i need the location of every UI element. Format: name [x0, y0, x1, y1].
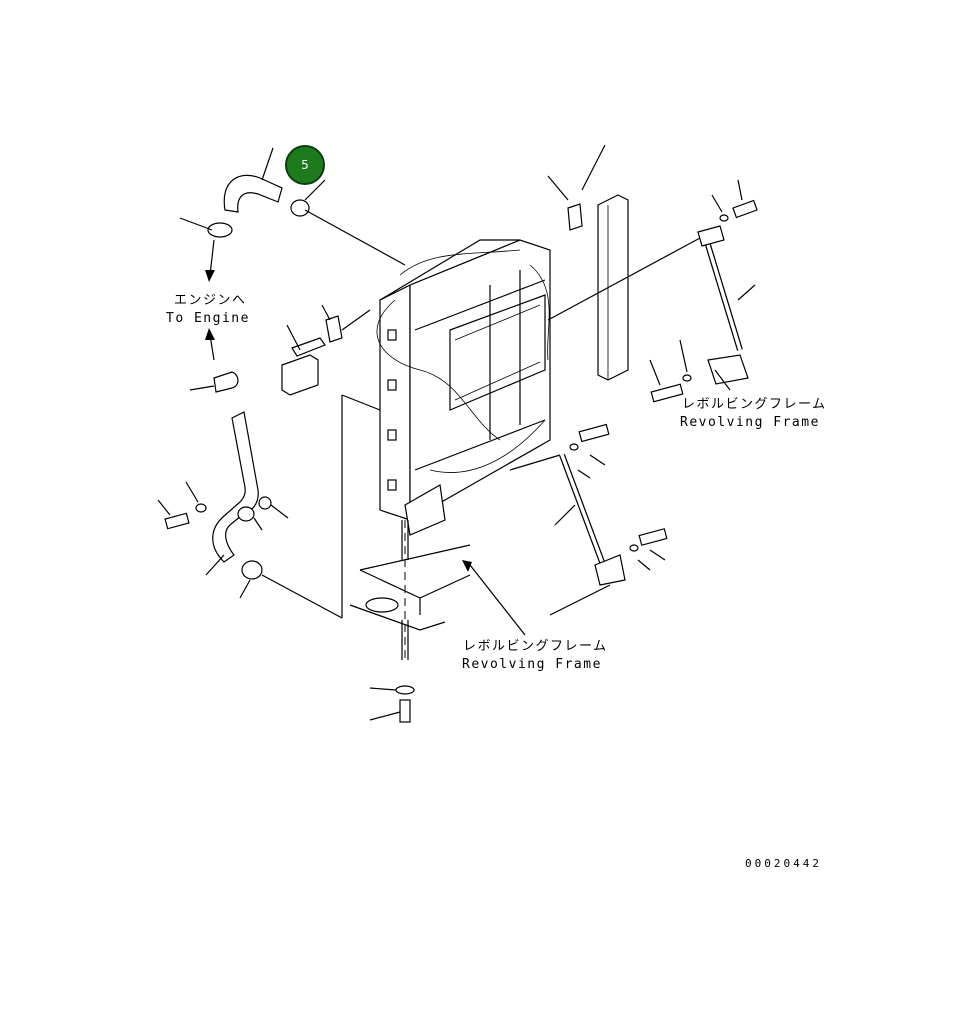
revolving-frame-right-label-en: Revolving Frame	[680, 415, 820, 430]
revolving-frame-bottom-label-en: Revolving Frame	[462, 657, 602, 672]
to-engine-label-jp: エンジンへ	[174, 293, 247, 308]
lower-hose	[157, 394, 381, 619]
vertical-bracket	[581, 144, 629, 381]
figure-number: 00020442	[745, 857, 822, 870]
radiator-frame	[376, 239, 551, 536]
to-engine-label-en: To Engine	[166, 311, 250, 326]
callout-number-badge[interactable]: 5	[285, 145, 325, 185]
revolving-frame-bottom	[349, 520, 526, 723]
revolving-frame-bottom-label-jp: レボルビングフレーム	[463, 639, 608, 654]
revolving-frame-right-label-jp: レボルビングフレーム	[682, 397, 827, 412]
mount-bracket	[281, 304, 371, 396]
spacer-block-top	[547, 175, 583, 231]
upper-stay-rod	[547, 179, 758, 403]
upper-hose	[179, 147, 406, 393]
lower-stay-rod	[509, 423, 668, 616]
